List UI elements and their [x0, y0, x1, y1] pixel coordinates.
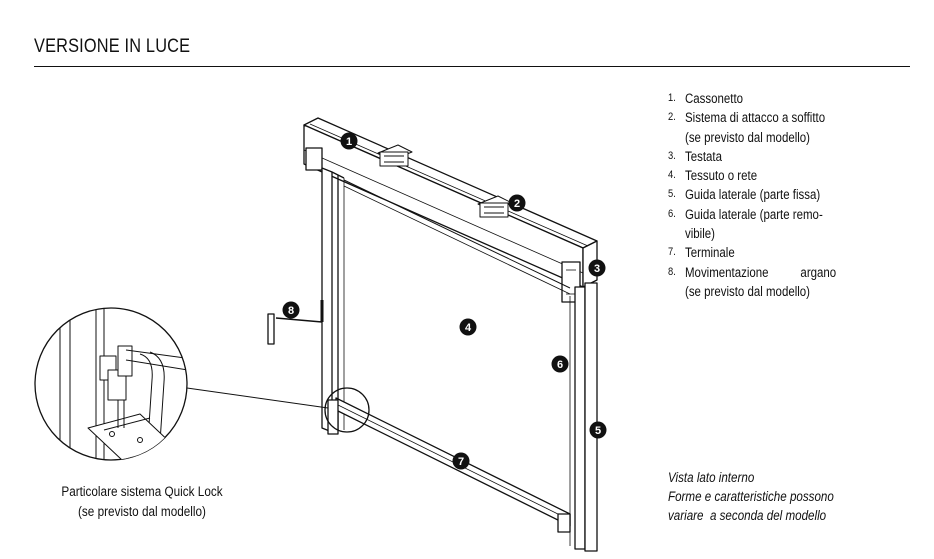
svg-text:7: 7 — [458, 456, 464, 468]
quick-lock-detail — [34, 307, 188, 461]
callout-4: 4 — [459, 318, 477, 336]
svg-text:8: 8 — [288, 305, 294, 317]
detail-caption: Particolare sistema Quick Lock (se previ… — [0, 482, 284, 522]
ceiling-bracket-2 — [477, 195, 513, 218]
list-item: 1.Cassonetto — [668, 91, 744, 106]
callout-2: 2 — [508, 194, 526, 212]
svg-text:6: 6 — [557, 359, 563, 371]
view-note: Vista lato interno Forme e caratteristic… — [668, 468, 909, 525]
svg-text:5: 5 — [595, 425, 601, 437]
fabric-panel — [343, 179, 571, 295]
quick-lock-marker — [324, 387, 370, 433]
list-item: 8.Movimentazione argano(se previsto dal … — [668, 264, 837, 299]
detail-caption-line: (se previsto dal modello) — [78, 504, 206, 519]
view-note-line: variare a seconda del modello — [668, 508, 827, 523]
callout-3: 3 — [588, 259, 606, 277]
list-item: 4.Tessuto o rete — [668, 168, 758, 184]
page-title: VERSIONE IN LUCE — [34, 36, 191, 57]
svg-text:2: 2 — [514, 198, 520, 210]
callout-6: 6 — [551, 355, 569, 373]
title-divider — [34, 66, 910, 67]
detail-leader-line — [186, 387, 329, 409]
svg-text:3: 3 — [594, 263, 600, 275]
svg-text:4: 4 — [465, 322, 472, 334]
list-item: 6.Guida laterale (parte remo-vibile) — [668, 206, 823, 242]
crank-handle — [267, 300, 324, 345]
callout-8: 8 — [282, 301, 300, 319]
right-guide-rail — [569, 282, 598, 552]
view-note-line: Vista lato interno — [668, 470, 755, 485]
detail-caption-line: Particolare sistema Quick Lock — [61, 484, 223, 499]
view-note-line: Forme e caratteristiche possono — [668, 489, 834, 504]
callout-5: 5 — [589, 421, 607, 439]
list-item: 3.Testata — [668, 148, 723, 164]
callout-1: 1 — [340, 132, 358, 150]
list-item: 2.Sistema di attacco a soffitto(se previ… — [668, 110, 826, 145]
ceiling-bracket-1 — [377, 144, 413, 167]
list-item: 7.Terminale — [668, 245, 735, 261]
svg-text:1: 1 — [346, 136, 352, 148]
list-item: 5.Guida laterale (parte fissa) — [668, 187, 821, 203]
parts-list: 1.Cassonetto 2.Sistema di attacco a soff… — [668, 89, 918, 301]
callout-7: 7 — [452, 452, 470, 470]
bottom-terminal — [327, 397, 571, 533]
